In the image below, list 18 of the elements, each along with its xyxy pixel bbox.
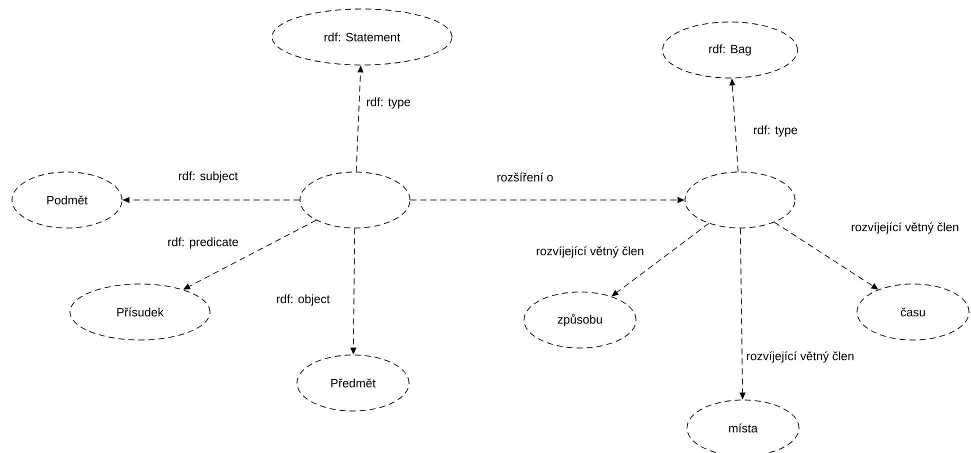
edge-label: rdf: type <box>365 96 412 110</box>
ellipse-node: Podmět <box>12 172 122 228</box>
edge-label: rdf: object <box>275 293 331 307</box>
edge-label: rdf: type <box>752 124 799 138</box>
edge-label: rozšíření o <box>496 172 554 182</box>
edge-label: rozvíjející větný člen <box>850 221 960 235</box>
ellipse-node: rdf: Statement <box>272 8 452 66</box>
edge-label: rdf: subject <box>177 170 239 184</box>
empty-ellipse <box>684 172 796 228</box>
edge-label: rozvíjející větný člen <box>535 245 646 259</box>
empty-ellipse <box>300 172 410 228</box>
ellipse-node: Předmět <box>296 354 410 412</box>
ellipse-node: rdf: Bag <box>662 22 798 78</box>
ellipse-node: Přísudek <box>70 284 210 340</box>
edge-label: rdf: predicate <box>166 236 240 250</box>
ellipse-node: času <box>856 284 970 340</box>
edge-label: rozvíjející větný člen <box>745 350 856 364</box>
ellipse-node: způsobu <box>524 292 636 348</box>
